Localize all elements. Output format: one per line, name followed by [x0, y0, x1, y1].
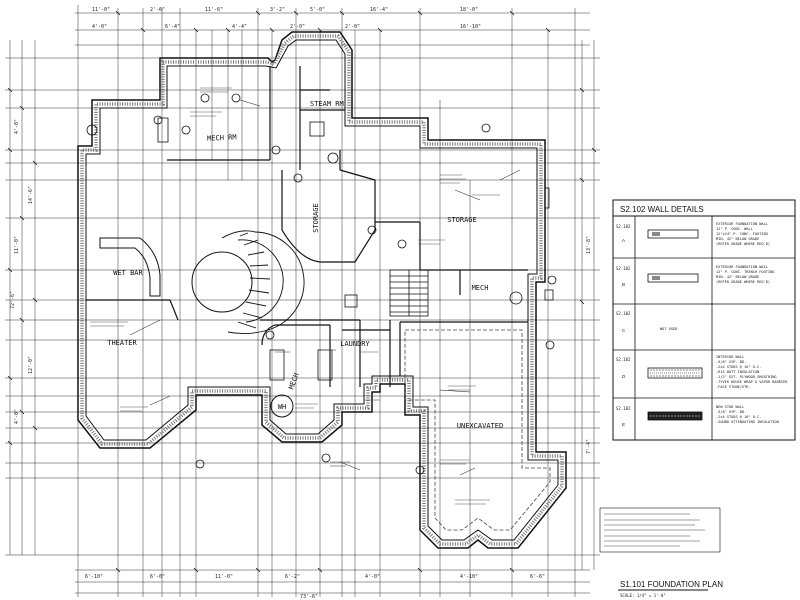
dimension-grid [5, 5, 600, 597]
svg-text:12" P. CONC. WALL: 12" P. CONC. WALL [716, 227, 753, 231]
dimension-figures: 11'-0" 2'-6" 11'-6" 3'-2" 5'-0" 16'-4" 1… [10, 7, 592, 600]
unexcavated-area-outline [404, 329, 551, 531]
svg-text:7'-4": 7'-4" [586, 439, 592, 454]
svg-text:12'-0": 12'-0" [28, 356, 34, 374]
svg-text:A: A [622, 238, 625, 243]
svg-text:C: C [622, 328, 626, 333]
svg-text:-5/8" GYP. BD.: -5/8" GYP. BD. [716, 360, 746, 364]
svg-text:5'-0": 5'-0" [310, 7, 325, 13]
svg-text:6'-2": 6'-2" [285, 574, 300, 580]
svg-text:4'-0": 4'-0" [92, 24, 107, 30]
svg-text:4'-0": 4'-0" [365, 574, 380, 580]
wall-detail-row-d: S2.102 D INTERIOR WALL -5/8" GYP. BD. -2… [616, 355, 788, 389]
wall-details-title: S2.102 WALL DETAILS [620, 205, 704, 214]
svg-text:6'-6": 6'-6" [530, 574, 545, 580]
svg-text:MIN. 42" BELOW GRADE: MIN. 42" BELOW GRADE [716, 237, 759, 241]
plan-title: S1.101 FOUNDATION PLAN [620, 580, 723, 589]
svg-text:16'-10": 16'-10" [460, 24, 481, 30]
svg-text:2'-0": 2'-0" [290, 24, 305, 30]
room-label-storage-right: STORAGE [447, 216, 477, 224]
svg-text:6'-0": 6'-0" [150, 574, 165, 580]
detail-markers [86, 93, 557, 475]
svg-text:-TYVEK HOUSE WRAP & VAPOR BARR: -TYVEK HOUSE WRAP & VAPOR BARRIER [716, 380, 788, 384]
spiral-stair [221, 230, 305, 335]
svg-text:13'-8": 13'-8" [586, 236, 592, 254]
room-label-unexcavated: UNEXCAVATED [457, 422, 503, 430]
svg-text:16'-4": 16'-4" [370, 7, 388, 13]
svg-text:INTERIOR WALL: INTERIOR WALL [716, 355, 744, 359]
wall-details-legend: S2.102 WALL DETAILS S2.102 A EXTERIOR FO… [612, 199, 796, 441]
svg-text:-2x4 STUDS @ 16" O.C.: -2x4 STUDS @ 16" O.C. [716, 365, 761, 369]
svg-text:-1/2" EXT. PLYWOOD SHEATHING: -1/2" EXT. PLYWOOD SHEATHING [716, 375, 777, 379]
dimension-ticks [7, 10, 597, 573]
foundation-wall-outer [77, 31, 567, 549]
room-label-theater: THEATER [107, 339, 137, 347]
svg-text:(REFER GRADE WHERE REQ'D): (REFER GRADE WHERE REQ'D) [716, 242, 770, 246]
room-label-wet-bar: WET BAR [113, 269, 143, 277]
svg-text:4'-4": 4'-4" [232, 24, 247, 30]
svg-text:4'-10": 4'-10" [460, 574, 478, 580]
svg-text:(REFER GRADE WHERE REQ'D): (REFER GRADE WHERE REQ'D) [716, 280, 770, 284]
svg-text:6'-10": 6'-10" [85, 574, 103, 580]
room-label-laundry: LAUNDRY [340, 340, 370, 348]
svg-text:14'-6": 14'-6" [28, 186, 34, 204]
svg-text:-FACE STONE/STR.: -FACE STONE/STR. [716, 385, 751, 389]
svg-text:11'-0": 11'-0" [215, 574, 233, 580]
room-label-mech-rm: MECH RM [207, 133, 237, 143]
svg-text:EXTERIOR FOUNDATION WALL: EXTERIOR FOUNDATION WALL [716, 265, 768, 269]
foundation-wall-hatch [80, 34, 564, 546]
rotunda-circle [191, 251, 253, 313]
svg-text:MIN. 42" BELOW GRADE: MIN. 42" BELOW GRADE [716, 275, 759, 279]
svg-text:73'-6": 73'-6" [300, 594, 318, 600]
svg-text:EXTERIOR FOUNDATION WALL: EXTERIOR FOUNDATION WALL [716, 222, 768, 226]
svg-text:11'-0": 11'-0" [14, 236, 20, 254]
svg-text:2'-0": 2'-0" [345, 24, 360, 30]
svg-text:NEW STUD WALL: NEW STUD WALL [716, 405, 744, 409]
wall-detail-row-e: S2.102 E NEW STUD WALL -5/8" GYP. BD. -2… [616, 405, 779, 427]
svg-text:12" P. CONC. TRENCH FOOTING: 12" P. CONC. TRENCH FOOTING [716, 270, 774, 274]
svg-text:B: B [622, 282, 625, 287]
svg-text:18'-0": 18'-0" [460, 7, 478, 13]
svg-text:S2.102: S2.102 [616, 266, 631, 271]
svg-text:11'-6": 11'-6" [205, 7, 223, 13]
svg-text:E: E [622, 422, 625, 427]
svg-text:D: D [622, 374, 626, 379]
svg-text:11'-0": 11'-0" [92, 7, 110, 13]
wall-detail-row-b: S2.102 B EXTERIOR FOUNDATION WALL 12" P.… [616, 265, 774, 287]
svg-text:6'-4": 6'-4" [165, 24, 180, 30]
svg-text:S2.102: S2.102 [616, 311, 631, 316]
svg-text:S2.102: S2.102 [616, 406, 631, 411]
svg-text:S2.102: S2.102 [616, 357, 631, 362]
room-label-wh: WH [278, 403, 286, 411]
plan-scale: SCALE: 1/4" = 1'-0" [620, 593, 666, 598]
svg-text:NOT USED: NOT USED [660, 327, 677, 331]
svg-text:2'-6": 2'-6" [150, 7, 165, 13]
svg-text:-R13 BATT INSULATION: -R13 BATT INSULATION [716, 370, 759, 374]
room-label-steam-rm: STEAM RM [310, 100, 344, 108]
room-label-mech: MECH [287, 372, 300, 391]
svg-text:S2.102: S2.102 [616, 224, 631, 229]
leader-lines [129, 99, 521, 476]
foundation-wall-inner [85, 39, 559, 541]
svg-text:3'-2": 3'-2" [270, 7, 285, 13]
svg-text:72'-6": 72'-6" [10, 291, 16, 309]
svg-text:4'-0": 4'-0" [14, 409, 20, 424]
room-label-mech-right: MECH [472, 284, 489, 292]
svg-text:4'-0": 4'-0" [14, 119, 20, 134]
svg-text:-SOUND ATTENUATING INSULATION: -SOUND ATTENUATING INSULATION [716, 420, 779, 424]
wet-bar-counter [99, 237, 161, 297]
svg-text:-5/8" GYP. BD.: -5/8" GYP. BD. [716, 410, 746, 414]
water-heater [270, 394, 294, 418]
interior-walls [86, 66, 528, 387]
straight-stair [389, 269, 429, 317]
wall-detail-row-a: S2.102 A EXTERIOR FOUNDATION WALL 12" P.… [616, 222, 770, 246]
drafting-notes [90, 87, 500, 505]
wall-detail-row-c: S2.102 C NOT USED [616, 311, 677, 333]
svg-text:-2x4 STUDS @ 16" O.C.: -2x4 STUDS @ 16" O.C. [716, 415, 761, 419]
plan-title-block: S1.101 FOUNDATION PLAN SCALE: 1/4" = 1'-… [618, 580, 723, 598]
room-label-storage-center: STORAGE [312, 203, 320, 233]
general-notes-block [599, 507, 721, 553]
svg-text:12"x24" P. CONC. FOOTING: 12"x24" P. CONC. FOOTING [716, 232, 768, 236]
